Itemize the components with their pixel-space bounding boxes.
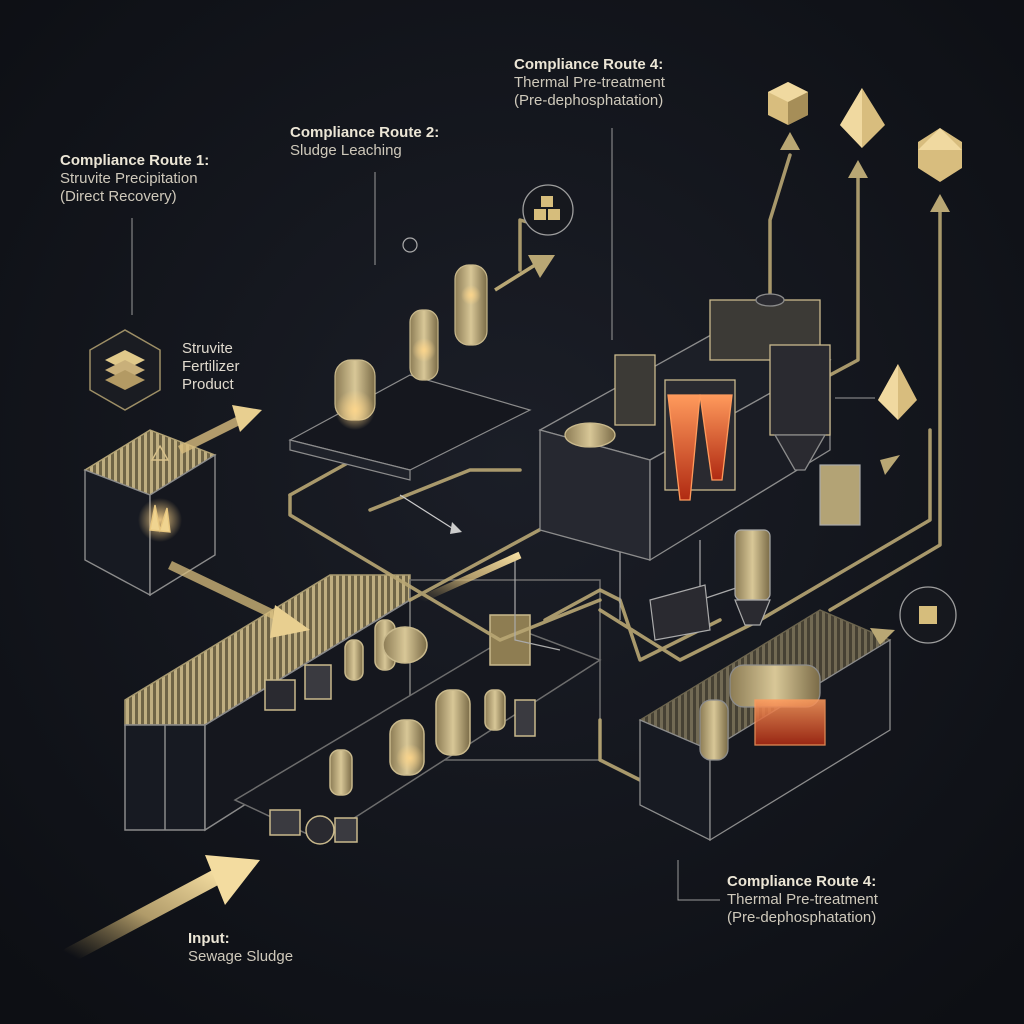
cube-icon	[768, 82, 808, 125]
leader-lines	[131, 128, 875, 901]
input-arrow	[62, 867, 228, 963]
input-pump	[269, 809, 358, 845]
route-4-bottom-title: Compliance Route 4:	[727, 873, 877, 890]
separator-equipment	[649, 464, 861, 641]
stacked-layers-icon	[89, 329, 161, 411]
icosahedron-icon	[918, 128, 962, 182]
route-4-top-line-2: (Pre-dephosphatation)	[514, 92, 664, 109]
route-2-line-1: Sludge Leaching	[290, 142, 402, 159]
input-line: Sewage Sludge	[188, 948, 294, 965]
input-title: Input:	[188, 930, 230, 947]
thermal-container	[638, 609, 892, 842]
input-arrowhead	[205, 855, 260, 905]
route-1-line-1: Struvite Precipitation	[60, 170, 198, 187]
route-4-top-title: Compliance Route 4:	[514, 56, 664, 73]
route-4-bottom-label: Compliance Route 4: Thermal Pre-treatmen…	[727, 873, 878, 927]
route-2-label: Compliance Route 2: Sludge Leaching	[290, 124, 439, 160]
route-4-bottom-line-1: Thermal Pre-treatment	[727, 891, 878, 908]
crystal-icon	[878, 364, 917, 420]
flow-arrows	[62, 132, 950, 963]
octahedron-icon	[840, 88, 885, 148]
route-2-title: Compliance Route 2:	[290, 124, 440, 141]
route-4-top-label: Compliance Route 4: Thermal Pre-treatmen…	[514, 56, 665, 110]
route-4-bottom-line-2: (Pre-dephosphatation)	[727, 909, 877, 926]
main-container-equipment	[264, 614, 536, 796]
square-icon	[899, 586, 957, 644]
thermal-plant	[538, 293, 832, 562]
stacked-boxes-icon	[522, 184, 574, 236]
route-1-line-2: (Direct Recovery)	[60, 188, 177, 205]
product-line-2: Fertilizer	[182, 358, 240, 375]
route-4-top-line-1: Thermal Pre-treatment	[514, 74, 665, 91]
input-label: Input: Sewage Sludge	[188, 930, 293, 966]
product-line-1: Struvite	[182, 340, 233, 357]
route-1-title: Compliance Route 1:	[60, 152, 210, 169]
leaching-plant	[288, 237, 532, 481]
product-line-3: Product	[182, 376, 234, 393]
route-1-label: Compliance Route 1: Struvite Precipitati…	[60, 152, 209, 206]
struvite-product-label: Struvite Fertilizer Product	[182, 340, 240, 394]
